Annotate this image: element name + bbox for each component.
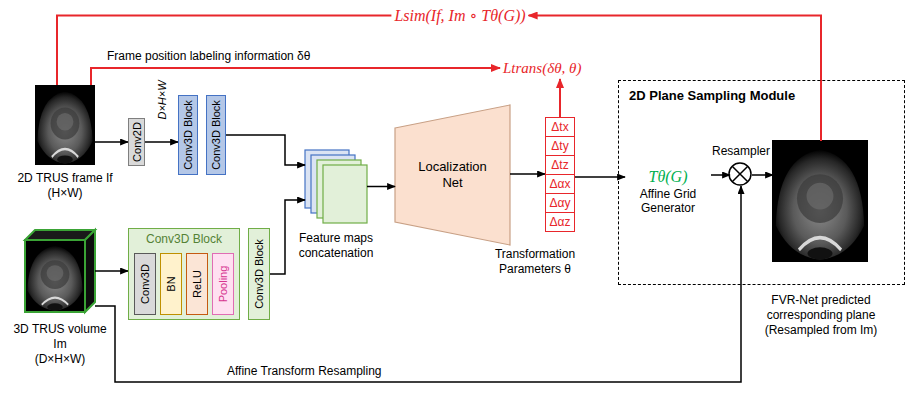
edge-label: Affine Transform Resampling	[225, 364, 384, 379]
block-label: ReLU	[191, 270, 204, 298]
connector	[711, 174, 730, 176]
block-label: Conv3D Block	[210, 100, 223, 170]
image-caption: (H×W)	[15, 186, 115, 201]
connector	[95, 141, 128, 143]
parameter-label: Δαz	[546, 213, 574, 231]
dimension-label: D×H×W	[156, 80, 169, 119]
block-label: Conv3D Block	[253, 239, 266, 309]
block-label: Conv3D	[139, 264, 152, 304]
transform-formula: Tθ(G)	[628, 167, 708, 187]
image-caption: 2D TRUS frame If	[15, 171, 115, 186]
connector	[95, 270, 128, 272]
edge-label: Frame position labeling information δθ	[105, 49, 312, 64]
symbol-label: Resampler	[712, 144, 770, 159]
parameter-label: Δtz	[546, 156, 574, 174]
input-frame: 2D TRUS frame If(H×W)	[35, 85, 95, 165]
connector	[559, 79, 561, 117]
conv-block: Conv3D Block	[206, 95, 226, 175]
connector	[510, 173, 545, 175]
caption: Feature maps concatenation	[286, 231, 386, 261]
block-label: Conv2D	[130, 122, 143, 162]
parameter-cell: Δty	[545, 136, 575, 156]
conv-layer: Conv2D	[128, 118, 145, 166]
parameter-cell: Δαz	[545, 212, 575, 232]
module-box: 2D Plane Sampling ModuleTθ(G)Affine Grid…	[618, 80, 905, 285]
block-label: BN	[165, 276, 178, 291]
parameter-cell: Δtz	[545, 155, 575, 175]
module-label: Affine Grid Generator	[628, 187, 708, 215]
ultrasound-frame	[35, 85, 95, 165]
connector	[145, 141, 178, 143]
caption: 3D TRUS volume Im(D×H×W)	[10, 322, 110, 367]
caption: FVR-Net predicted corresponding plane (R…	[753, 293, 889, 338]
image-caption: FVR-Net predicted corresponding plane (R…	[753, 293, 889, 338]
loss-formula: Lsim(If, Im ∘ Tθ(G))	[394, 6, 525, 25]
feature-maps: Feature maps concatenation	[305, 150, 367, 223]
net-label: Localization Net	[395, 159, 510, 191]
block-label: Conv3D Block	[182, 100, 195, 170]
ultrasound-plane	[772, 140, 868, 262]
localization-net: Localization Net	[395, 105, 510, 245]
caption: Transformation Parameters θ	[480, 247, 590, 277]
image-caption: (D×H×W)	[10, 352, 110, 367]
resampler: Resampler	[730, 164, 752, 186]
grid-generator: Tθ(G)Affine Grid Generator	[625, 165, 711, 217]
output-plane: FVR-Net predicted corresponding plane (R…	[773, 141, 869, 263]
image-caption: 3D TRUS volume Im	[10, 322, 110, 352]
layer-box: Pooling	[212, 253, 234, 315]
loss-label: Lsim(If, Im ∘ Tθ(G))	[391, 4, 528, 27]
parameter-vector: Transformation Parameters θΔtxΔtyΔtzΔαxΔ…	[545, 117, 575, 231]
conv-block: Conv3D BlockConv3D BN ReLU Pooling	[128, 228, 240, 320]
loss-label: Ltrans(δθ, θ)	[500, 57, 584, 79]
parameter-label: Δty	[546, 137, 574, 155]
trapezoid	[395, 105, 510, 245]
module-title: 2D Plane Sampling Module	[629, 88, 795, 104]
block-title: Conv3D Block	[129, 229, 239, 247]
caption: 2D TRUS frame If(H×W)	[15, 171, 115, 201]
parameter-label: Δαy	[546, 194, 574, 212]
connector	[367, 186, 395, 188]
loss-formula: Ltrans(δθ, θ)	[503, 59, 581, 77]
block-label: Pooling	[217, 266, 230, 303]
parameter-label: Δtx	[546, 118, 574, 136]
ultrasound-volume	[25, 230, 95, 312]
conv-block: Conv3D Block	[248, 228, 270, 320]
parameter-cell: Δαx	[545, 174, 575, 194]
connector	[95, 186, 741, 382]
connector	[529, 16, 821, 142]
parameter-cell: Δαy	[545, 193, 575, 213]
parameter-cell: Δtx	[545, 117, 575, 137]
layer-box: BN	[160, 253, 182, 315]
multiply-symbol	[729, 163, 751, 185]
connector	[752, 174, 773, 176]
parameter-label: Δαx	[546, 175, 574, 193]
input-volume: 3D TRUS volume Im(D×H×W)	[25, 230, 95, 312]
connector	[57, 16, 391, 86]
layer-box: ReLU	[186, 253, 208, 315]
conv-block: Conv3D Block	[178, 95, 198, 175]
connector	[226, 135, 305, 165]
vector-caption: Transformation Parameters θ	[480, 247, 590, 277]
connector	[91, 68, 500, 85]
stack-caption: Feature maps concatenation	[286, 231, 386, 261]
layer-box: Conv3D	[134, 253, 156, 315]
feature-stack	[305, 150, 367, 223]
